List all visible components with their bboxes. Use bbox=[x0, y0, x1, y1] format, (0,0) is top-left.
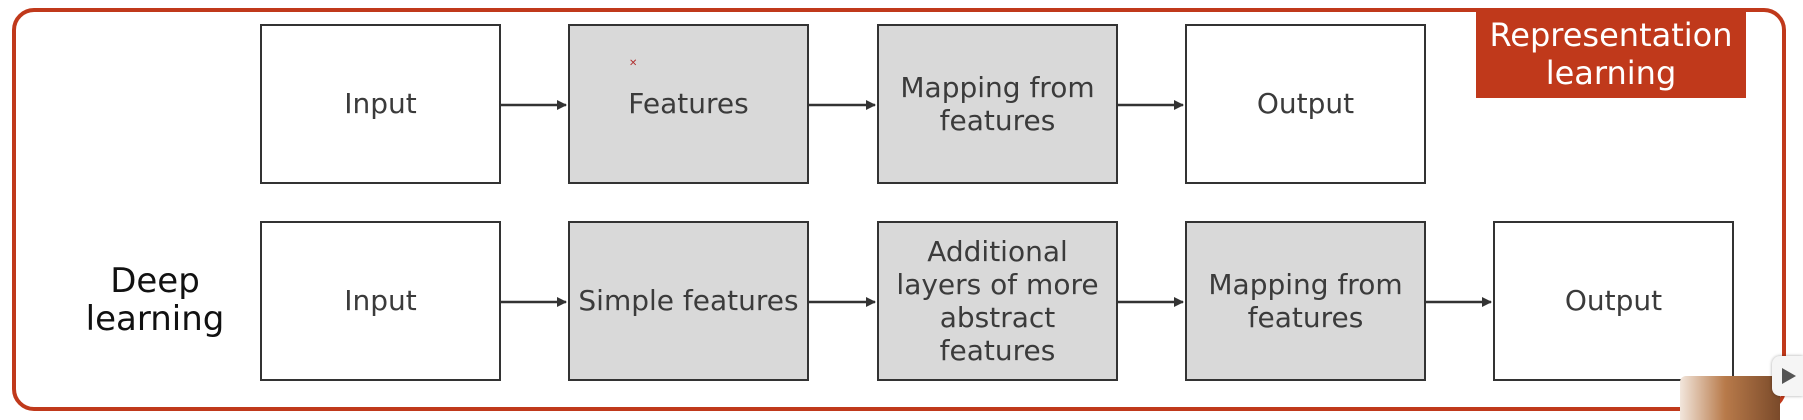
row2-mapping-box: Mapping from features bbox=[1185, 221, 1426, 381]
row1-input-box: Input bbox=[260, 24, 501, 184]
play-icon[interactable] bbox=[1772, 356, 1803, 396]
row2-additional-layers-box: Additional layers of more abstract featu… bbox=[877, 221, 1118, 381]
representation-learning-tag: Representation learning bbox=[1476, 10, 1746, 98]
row2-output-box: Output bbox=[1493, 221, 1734, 381]
row1-mapping-box: Mapping from features bbox=[877, 24, 1118, 184]
video-thumbnail[interactable] bbox=[1680, 376, 1780, 420]
row1-output-box: Output bbox=[1185, 24, 1426, 184]
cursor-mark-icon: ✕ bbox=[629, 58, 638, 69]
deep-learning-label: Deep learning bbox=[85, 261, 225, 339]
row1-features-box: Features bbox=[568, 24, 809, 184]
row2-input-box: Input bbox=[260, 221, 501, 381]
row2-simple-features-box: Simple features bbox=[568, 221, 809, 381]
